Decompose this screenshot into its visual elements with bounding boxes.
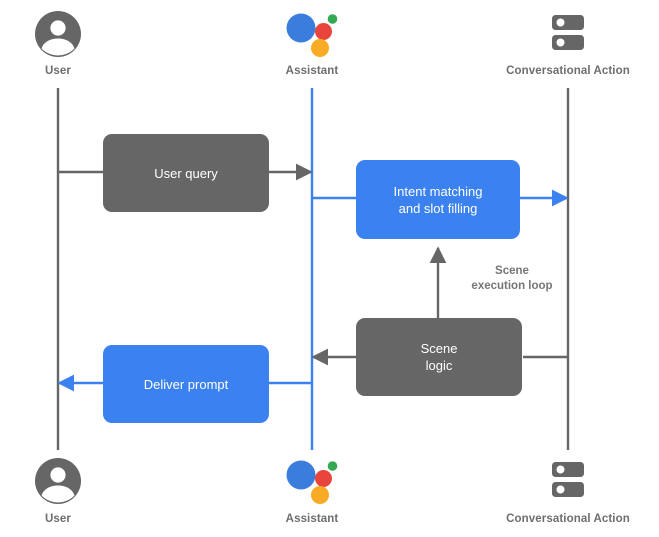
- lane-label-user-top-text: User: [45, 65, 71, 77]
- lane-label-user-bottom: User: [45, 512, 71, 526]
- node-intent-matching-label-line1: Intent matching: [393, 183, 483, 199]
- node-user-query[interactable]: User query: [103, 134, 269, 212]
- lane-label-conversational-action-bottom-text: Conversational Action: [506, 513, 630, 525]
- node-scene-logic[interactable]: Scene logic: [356, 318, 522, 396]
- lane-label-assistant-bottom-text: Assistant: [285, 513, 339, 525]
- server-stack-icon-top-wrap: [544, 10, 592, 63]
- google-assistant-icon: [286, 13, 338, 57]
- google-assistant-icon-bottom-wrap: [284, 457, 340, 510]
- user-avatar-icon: [35, 458, 81, 504]
- node-deliver-prompt-label: Deliver prompt: [143, 376, 229, 392]
- lane-label-assistant-top-text: Assistant: [285, 65, 339, 77]
- lane-label-assistant-top: Assistant: [286, 64, 339, 78]
- node-intent-matching[interactable]: Intent matching and slot filling: [356, 160, 520, 239]
- google-assistant-icon-top-wrap: [284, 10, 340, 63]
- server-stack-icon: [552, 15, 584, 50]
- user-avatar-icon: [35, 11, 81, 57]
- node-deliver-prompt[interactable]: Deliver prompt: [103, 345, 269, 423]
- node-scene-logic-label-line2: logic: [425, 358, 453, 373]
- lane-label-user-bottom-text: User: [45, 513, 71, 525]
- lane-label-user-top: User: [45, 64, 71, 78]
- scene-execution-loop-annotation: Scene execution loop: [452, 264, 572, 294]
- lane-label-conversational-action-bottom: Conversational Action: [506, 512, 630, 526]
- lane-label-conversational-action-top: Conversational Action: [506, 64, 630, 78]
- google-assistant-icon: [286, 460, 338, 504]
- node-scene-logic-label-line1: Scene: [420, 341, 458, 356]
- scene-execution-loop-line1: Scene: [495, 265, 529, 277]
- lane-label-conversational-action-top-text: Conversational Action: [506, 65, 630, 77]
- lane-label-assistant-bottom: Assistant: [286, 512, 339, 526]
- server-stack-icon: [552, 462, 584, 497]
- user-avatar-icon-bottom-wrap: [34, 457, 82, 510]
- node-intent-matching-label-line2: and slot filling: [398, 200, 478, 216]
- node-user-query-label: User query: [154, 165, 218, 181]
- server-stack-icon-bottom-wrap: [544, 457, 592, 510]
- user-avatar-icon-top-wrap: [34, 10, 82, 63]
- scene-execution-loop-line2: execution loop: [471, 280, 553, 292]
